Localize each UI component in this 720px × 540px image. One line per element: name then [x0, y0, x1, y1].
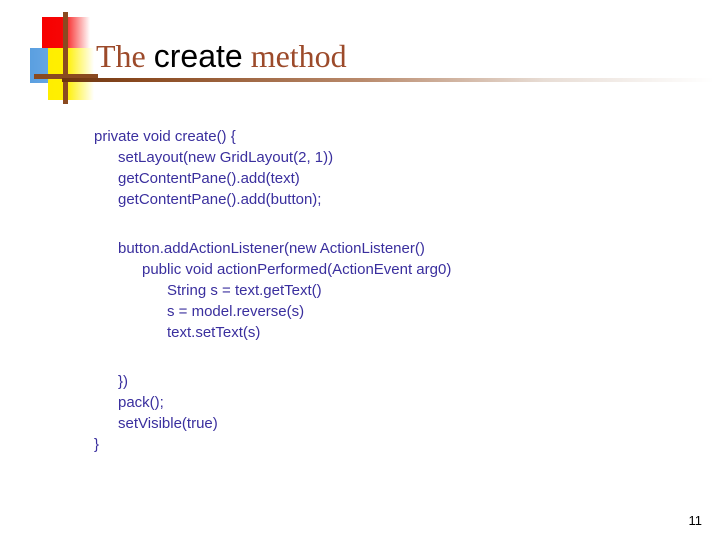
code-line: getContentPane().add(button);: [118, 191, 322, 208]
page-title-part-create: create: [153, 38, 243, 74]
code-line: setVisible(true): [118, 415, 218, 432]
code-line: setLayout(new GridLayout(2, 1)): [118, 149, 334, 166]
page-title: The create method: [96, 36, 347, 76]
code-block: }) pack(); setVisible(true) }: [0, 371, 720, 455]
logo-vertical-bar-icon: [63, 12, 68, 104]
code-line: s = model.reverse(s): [167, 303, 305, 320]
logo-horizontal-bar-icon: [34, 74, 98, 79]
code-block: button.addActionListener(new ActionListe…: [0, 238, 720, 343]
code-listing: private void create() { setLayout(new Gr…: [0, 126, 720, 455]
slide-logo-decoration: [26, 12, 98, 104]
code-line: String s = text.getText(): [167, 282, 322, 299]
code-line: public void actionPerformed(ActionEvent …: [142, 261, 452, 278]
code-line: pack();: [118, 394, 164, 411]
page-number: 11: [688, 513, 703, 528]
code-line: getContentPane().add(text): [118, 170, 300, 187]
code-block: private void create() { setLayout(new Gr…: [0, 126, 720, 210]
page-title-part-the: The: [96, 38, 154, 74]
code-block-spacer: [0, 210, 720, 238]
code-line: private void create() {: [94, 128, 236, 145]
title-divider: [62, 78, 714, 82]
code-line: text.setText(s): [167, 324, 261, 341]
page-title-part-method: method: [242, 38, 347, 74]
code-block-spacer: [0, 343, 720, 371]
code-line: }): [118, 373, 129, 390]
code-line: button.addActionListener(new ActionListe…: [118, 240, 425, 257]
code-line: }: [94, 436, 100, 453]
